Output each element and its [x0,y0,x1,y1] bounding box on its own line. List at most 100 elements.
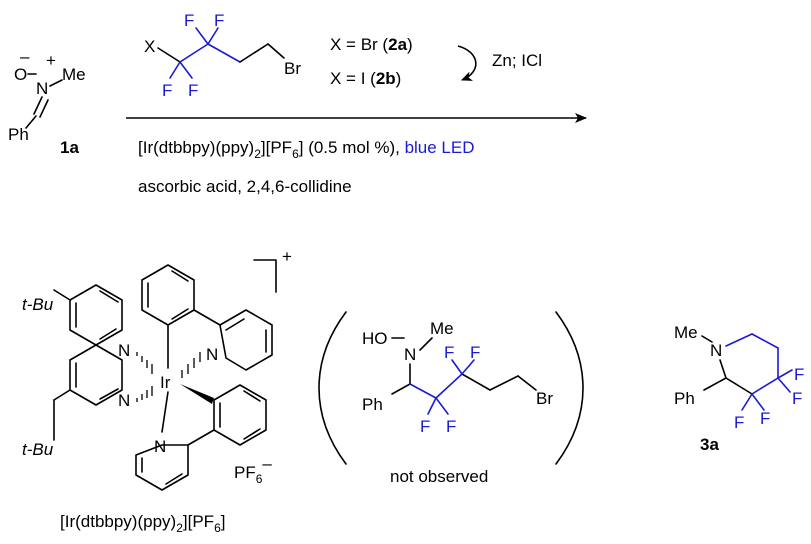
pyridine-ring-lower [135,444,189,491]
fluorine: F [470,343,480,362]
fluorine: F [444,343,454,362]
ring-double-bond [99,388,119,400]
bond-cf2-cf2 [435,373,463,399]
fluorine: F [162,81,172,100]
nitrone-methyl: Me [62,65,86,84]
ring-double-bond [165,473,183,485]
n-plus-charge: + [46,51,56,70]
bond-c-ph [391,383,411,395]
reagent-variant-2a: X = Br (2a) [330,35,413,54]
not-observed-note: not observed [390,467,488,486]
catalyst-name: [Ir(dtbbpy)(ppy)2][PF6] [60,512,225,535]
tert-butyl-lower: t-Bu [22,440,54,459]
bond-c-f [427,397,437,415]
bipyridine-ring-upper [69,284,123,346]
fluorine: F [420,417,430,436]
ring-double-bond [225,318,245,331]
bond-c-f [451,359,463,375]
reagent-x: X [144,37,155,56]
fluorine: F [184,11,194,30]
bond-c2-f [207,27,219,45]
ring-bond-c4-c3 [751,377,779,395]
reagent-2: X F F F F Br X = Br (2a) X = I (2b) Zn; … [144,11,542,100]
bond-n-c-double-b [39,99,49,118]
ring-bond-n-c6 [725,333,753,347]
conversion-curved-arrow [457,45,477,81]
bond-c3-c4 [239,43,269,63]
ring-double-bond [171,308,189,320]
product-methyl: Me [674,323,698,342]
unobserved-intermediate: HO N Me Ph Br F F F F not observed [318,311,584,486]
pyridine-nitrogen-lower: N [154,437,166,456]
bipyridine-nitrogen-upper: N [118,341,130,360]
fluorine: F [188,81,198,100]
bipyridine-nitrogen-lower: N [118,391,130,410]
ring-bond-c2-n [719,359,727,379]
conditions-catalyst-and-light: [Ir(dtbbpy)(ppy)2][PF6] (0.5 mol %), blu… [138,138,475,161]
wedge-bond-ir-phenyl [180,384,214,404]
fluorine: F [792,389,802,408]
bond-c2-f [195,27,209,45]
bond-c-f [777,369,793,379]
fluorine: F [214,11,224,30]
fluorine: F [734,413,744,432]
bond-c2-c3 [207,43,241,63]
product-3a: Me N Ph F F F F 3a [674,323,804,454]
bond-c-f [461,359,475,375]
conditions-additives: ascorbic acid, 2,4,6-collidine [138,177,352,196]
nitrone-1a: – O + N Me Ph 1a [8,47,86,157]
ring-double-bond [171,270,189,282]
conversion-reagents: Zn; ICl [492,51,542,70]
pyridine-nitrogen-right: N [206,345,218,364]
bond-c-f [435,397,449,415]
bond-c-f [741,393,753,411]
bond-n-me [49,79,63,87]
fluorine: F [794,365,804,384]
phenyl-ring-lower [213,384,267,446]
bond-cf2-ch2 [461,373,491,391]
ring-double-bond [243,428,261,440]
left-parenthesis [318,311,347,465]
pyridine-ring-upper [219,309,273,371]
ring-double-bond [99,290,119,303]
bromine: Br [284,59,301,78]
bond-tbu-upper [53,289,71,301]
bond-n-c-double-a [33,96,43,115]
bond-phenyl-pyridine-lower [187,429,215,446]
hashed-bond-n-ir-upper [136,352,153,374]
nitrone-nitrogen: N [36,79,48,98]
compound-label-3a: 3a [700,435,719,454]
intermediate-phenyl: Ph [362,395,383,414]
bond-c-f [777,377,791,393]
nitrone-oxygen: O [14,65,27,84]
bond-c1-f [169,61,181,79]
cation-charge: + [282,247,292,266]
hydroxylamine-methyl: Me [430,319,454,338]
cation-bracket [253,259,277,293]
product-phenyl: Ph [674,389,695,408]
phenyl-ring-upper [141,264,195,326]
bond-x-c1 [157,47,181,63]
o-minus-charge: – [20,47,30,66]
bond-c-cf2 [409,383,437,399]
ring-double-bond [99,328,117,340]
compound-label-1a: 1a [60,138,79,157]
fluorine: F [446,417,456,436]
ring-bond-c3-c2 [725,377,753,395]
hashed-bond-ir-n-right [181,352,201,378]
bond-c1-f [179,61,193,79]
ring-double-bond [243,390,261,402]
right-parenthesis [555,311,584,465]
hydroxyl: HO [362,329,388,348]
bond-phenyl-pyridine-upper [193,309,221,326]
iridium-center: Ir [160,373,171,392]
bipyridine-ring-lower [69,344,123,406]
reagent-variant-2b: X = I (2b) [330,69,401,88]
bond-c2-ph [703,377,727,391]
ir-photocatalyst: t-Bu t-Bu N N Ir N [22,247,292,535]
fluorine: F [760,409,770,428]
intermediate-bromine: Br [536,389,553,408]
ring-bond-c6-c5 [751,333,779,349]
bond-n-me [419,337,433,351]
